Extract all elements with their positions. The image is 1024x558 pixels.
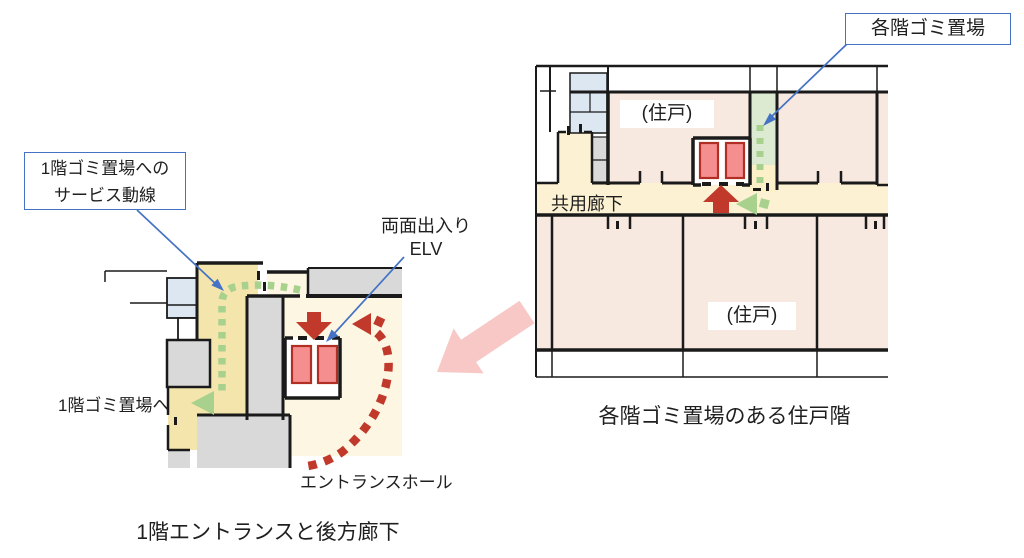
walls-right-plan bbox=[535, 64, 888, 378]
red-up-arrow-icon bbox=[703, 185, 739, 213]
red-down-arrow-icon bbox=[296, 312, 332, 340]
label-elv-line1: 両面出入り bbox=[381, 216, 471, 236]
label-elv-line2: ELV bbox=[409, 239, 443, 259]
pink-block-arrow-icon bbox=[437, 300, 535, 374]
blue-leader-arrow bbox=[763, 42, 849, 126]
elevator-car-icon bbox=[316, 344, 339, 385]
gray-block-lower bbox=[197, 415, 290, 468]
green-left-arrow-icon bbox=[191, 391, 214, 415]
elevator-car-icon bbox=[698, 141, 720, 180]
blue-leader-arrow bbox=[136, 209, 224, 291]
callout-service-route-line1: 1階ゴミ置場への bbox=[40, 159, 170, 178]
caption-right-plan: 各階ゴミ置場のある住戸階 bbox=[598, 405, 851, 428]
callout-service-route-line2: サービス動線 bbox=[54, 186, 156, 205]
gray-room-upper bbox=[308, 268, 402, 296]
red-dotted-route bbox=[307, 329, 393, 471]
elevator-car-icon bbox=[290, 344, 313, 385]
label-unit-lower: (住戸) bbox=[708, 302, 796, 330]
callout-service-route: 1階ゴミ置場への サービス動線 bbox=[24, 152, 186, 210]
service-corridor-area bbox=[197, 263, 258, 296]
blue-leader-arrow bbox=[326, 256, 405, 342]
label-elv: 両面出入り ELV bbox=[364, 215, 488, 261]
floor-plan-first-floor bbox=[104, 209, 405, 471]
floor-plan-residential bbox=[535, 42, 888, 378]
label-shared-corridor: 共用廊下 bbox=[551, 194, 623, 214]
gray-room bbox=[165, 338, 212, 389]
label-unit-upper: (住戸) bbox=[620, 100, 714, 128]
green-dashed-route bbox=[218, 281, 301, 392]
caption-left-plan: 1階エントランスと後方廊下 bbox=[136, 521, 400, 544]
stairwell bbox=[569, 72, 608, 134]
elevator-left-plan bbox=[283, 336, 342, 400]
stair-room bbox=[166, 277, 198, 319]
label-entrance-hall: エントランスホール bbox=[300, 473, 453, 492]
red-left-arrow-icon bbox=[352, 313, 371, 335]
elevator-car-icon bbox=[724, 141, 746, 180]
walls-left-plan bbox=[104, 261, 402, 468]
label-to-first-floor-garbage: 1階ゴミ置場へ bbox=[58, 396, 170, 415]
callout-each-floor-garbage: 各階ゴミ置場 bbox=[845, 13, 1011, 45]
elevator-right-plan bbox=[691, 136, 752, 187]
green-left-arrow-icon bbox=[736, 193, 757, 215]
core-wall-block bbox=[247, 296, 283, 420]
